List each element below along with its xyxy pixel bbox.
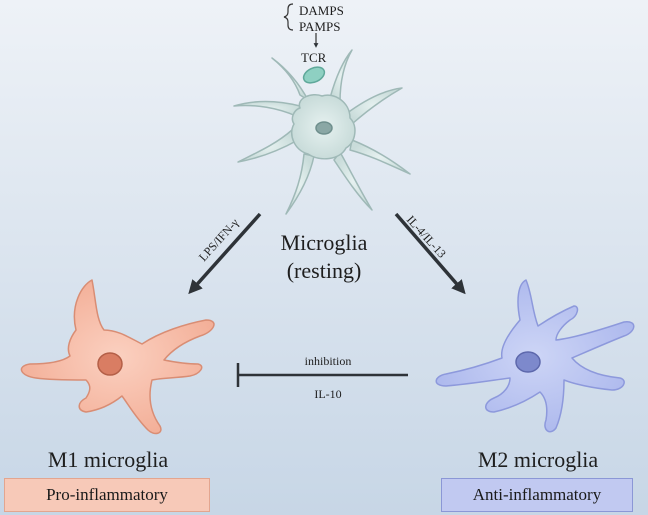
anti-inflammatory-label: Anti-inflammatory bbox=[472, 485, 602, 504]
resting-microglia-cell bbox=[233, 49, 411, 215]
m2-microglia-cell bbox=[435, 279, 635, 433]
anti-inflammatory-box: Anti-inflammatory bbox=[441, 478, 633, 512]
arrow-to-m2 bbox=[394, 212, 466, 295]
m1-microglia-cell bbox=[20, 279, 215, 435]
tcr-receptor-icon bbox=[302, 66, 326, 84]
stimulus-damps: DAMPS bbox=[299, 3, 344, 18]
m1-nucleus bbox=[97, 352, 123, 376]
pro-inflammatory-box: Pro-inflammatory bbox=[4, 478, 210, 512]
m2-nucleus bbox=[515, 351, 541, 373]
m2-title: M2 microglia bbox=[478, 447, 599, 472]
resting-subtitle: (resting) bbox=[287, 258, 362, 283]
brace-icon bbox=[283, 3, 294, 31]
arrow-to-m1 bbox=[188, 212, 262, 295]
m1-title: M1 microglia bbox=[48, 447, 169, 472]
stimuli-group: DAMPS PAMPS TCR bbox=[283, 3, 344, 65]
resting-nucleus bbox=[315, 121, 333, 135]
il10-label: IL-10 bbox=[314, 387, 341, 401]
pro-inflammatory-label: Pro-inflammatory bbox=[46, 485, 168, 504]
resting-title: Microglia bbox=[281, 230, 368, 255]
stimulus-pamps: PAMPS bbox=[299, 19, 340, 34]
tcr-label: TCR bbox=[301, 50, 327, 65]
inhibition-label: inhibition bbox=[305, 354, 352, 368]
inhibition-arrow bbox=[236, 363, 408, 387]
